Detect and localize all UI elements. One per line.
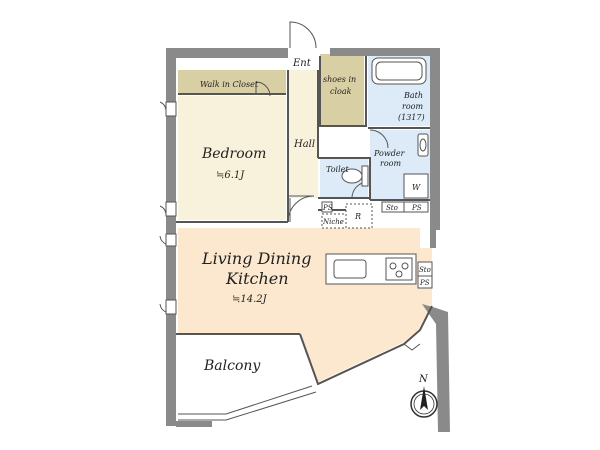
compass-north-label: N [418,374,429,385]
label-walk-in-closet: Walk in Closet [200,80,259,89]
compass-icon [410,386,438,418]
label-storage-kitchen: Sto [419,266,431,274]
kitchen-counter [325,253,417,285]
kitchen-sink-icon [333,259,367,279]
bathtub-icon [371,57,427,85]
hall-floor [288,70,318,198]
label-storage-small: Sto [386,204,398,212]
label-powder-1: Powder [373,149,406,158]
exterior-walls [166,48,450,432]
label-ldk-2: Kitchen [225,269,289,288]
balcony-railing [178,385,317,421]
toilet-icon [341,165,369,187]
washer-icon [403,173,429,199]
label-washer: W [412,183,421,192]
balcony-floor [178,342,314,424]
storage-cells [321,201,433,289]
label-refrigerator: R [354,212,361,221]
sink-icon [417,133,429,157]
windows [165,101,177,315]
label-bedroom: Bedroom [201,146,266,162]
label-entrance: Ent [292,58,312,69]
label-ps-kitchen: PS [419,279,430,287]
stove-icon [385,257,413,281]
label-balcony: Balcony [203,358,261,374]
bedroom-floor [178,96,286,220]
label-ps-left: PS [322,204,333,212]
niche-box [321,213,347,229]
doors [159,21,421,351]
walk-in-closet-floor [178,70,286,94]
label-ps-right: PS [411,204,422,212]
label-shoe-cloak-1: shoes in [323,75,356,84]
label-bath-2: room [402,102,423,111]
label-hall: Hall [293,139,315,150]
label-niche: Niche [322,218,344,226]
label-ldk-size: ≒14.2J [232,294,268,305]
entrance-floor [288,52,320,70]
shoe-cloak-floor [320,54,364,126]
label-powder-2: room [380,159,401,168]
label-ldk-1: Living Dining [201,249,311,268]
label-shoe-cloak-2: cloak [330,87,352,96]
label-bath-1: Bath [403,91,423,100]
label-bath-size: (1317) [398,113,425,122]
label-bedroom-size: ≒6.1J [216,170,245,181]
label-toilet: Toilet [326,165,349,174]
